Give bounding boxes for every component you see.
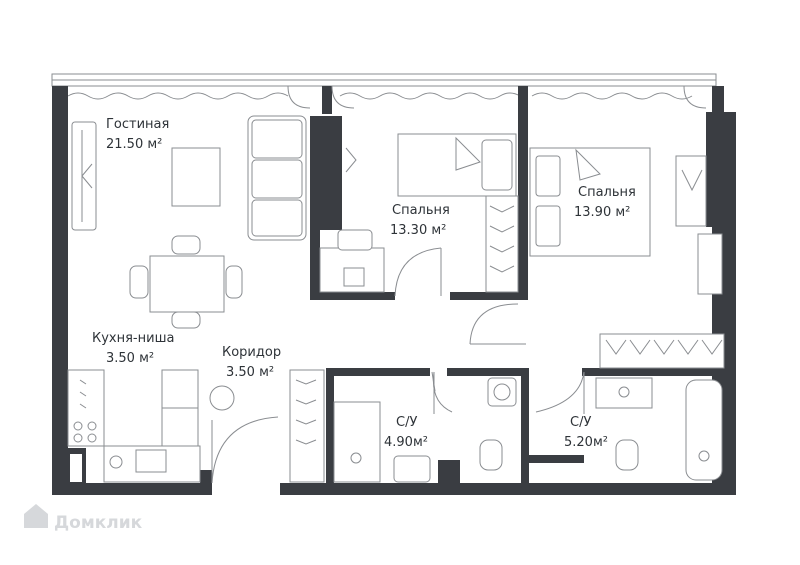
bedroom1-name: Спальня — [392, 203, 450, 218]
walls — [52, 86, 736, 495]
bath1-name: С/У — [396, 415, 417, 430]
bedroom2-name: Спальня — [578, 185, 636, 200]
room-labels: Гостиная 21.50 м² Спальня 13.30 м² Спаль… — [92, 117, 636, 450]
doors — [211, 85, 707, 484]
bath-fixtures — [289, 369, 723, 483]
bath1-area: 4.90м² — [384, 435, 428, 450]
watermark-text: Домклик — [54, 513, 143, 533]
bath2-area: 5.20м² — [564, 435, 608, 450]
bedroom2-furniture — [529, 147, 725, 369]
top-windows — [51, 73, 717, 100]
bath2-name: С/У — [570, 415, 591, 430]
bedroom1-area: 13.30 м² — [390, 223, 446, 238]
living-room-name: Гостиная — [106, 117, 169, 132]
living-room-area: 21.50 м² — [106, 137, 162, 152]
bedroom2-area: 13.90 м² — [574, 205, 630, 220]
corridor-name: Коридор — [222, 345, 281, 360]
kitchen-area: 3.50 м² — [106, 351, 154, 366]
house-logo-icon — [24, 504, 48, 528]
living-furniture — [71, 115, 307, 329]
bedroom1-furniture — [319, 133, 519, 293]
kitchen-furniture — [67, 369, 235, 483]
corridor-area: 3.50 м² — [226, 365, 274, 380]
kitchen-name: Кухня-ниша — [92, 331, 174, 346]
watermark: Домклик — [24, 504, 143, 533]
